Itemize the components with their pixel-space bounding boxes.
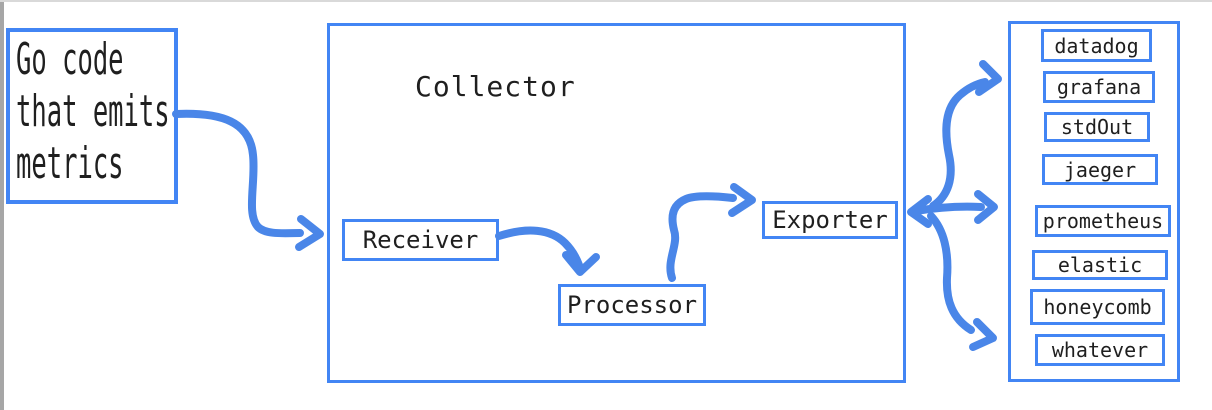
arrow-exporter-to-destinations-bottom (927, 212, 997, 351)
collector-title: Collector (415, 70, 576, 103)
arrow-source-to-collector (172, 109, 324, 251)
destination-item-stdout: stdOut (1044, 112, 1150, 142)
source-text: Go code that emits metrics (16, 34, 170, 190)
destination-item-honeycomb: honeycomb (1030, 289, 1165, 325)
window-edge-top (0, 0, 1212, 2)
stage-receiver: Receiver (342, 219, 499, 261)
arrow-exporter-to-destinations-middle (907, 190, 998, 228)
source-line: Go code (16, 34, 124, 85)
stage-processor-label: Processor (566, 291, 698, 319)
arrow-exporter-to-destinations-top (929, 60, 1002, 210)
window-edge-left (0, 0, 4, 410)
collector-box: Collector Receiver Processor Exporter (327, 23, 906, 383)
stage-receiver-label: Receiver (362, 226, 479, 254)
stage-exporter: Exporter (762, 201, 898, 239)
destination-item-grafana: grafana (1043, 71, 1155, 103)
destination-item-prometheus: prometheus (1035, 205, 1171, 237)
destination-item-jaeger: jaeger (1042, 154, 1158, 185)
source-line: metrics (16, 138, 124, 189)
destination-item-datadog: datadog (1041, 29, 1152, 62)
destination-item-whatever: whatever (1035, 334, 1165, 366)
stage-processor: Processor (558, 284, 706, 326)
destinations-box: datadog grafana stdOut jaeger prometheus… (1008, 21, 1180, 382)
source-line: that emits (16, 86, 170, 137)
destination-item-elastic: elastic (1032, 250, 1168, 280)
source-box: Go code that emits metrics (6, 28, 178, 204)
stage-exporter-label: Exporter (772, 206, 888, 234)
